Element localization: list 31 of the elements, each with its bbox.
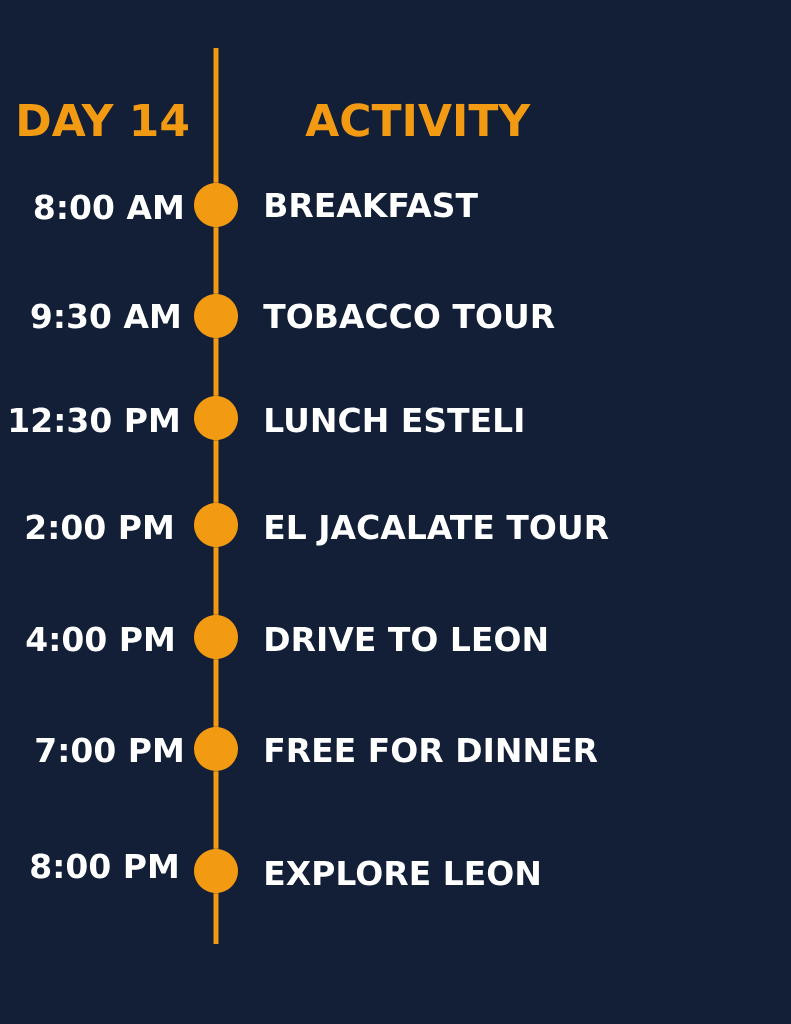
timeline-line	[213, 659, 219, 727]
time-label: 4:00 PM	[26, 626, 173, 652]
timeline-line	[213, 547, 219, 615]
column-header: ACTIVITY	[305, 103, 531, 137]
time-label: 8:00 PM	[31, 853, 177, 879]
activity-label: FREE FOR DINNER	[266, 737, 598, 763]
timeline-dot	[194, 396, 238, 440]
time-label: 2:00 PM	[26, 514, 172, 540]
timeline-dot	[194, 727, 238, 771]
time-label: 9:30 AM	[31, 303, 179, 329]
timeline-dot	[194, 615, 238, 659]
timeline-dot	[194, 183, 238, 227]
timeline-dot	[194, 503, 238, 547]
timeline-line	[213, 440, 219, 503]
timeline-line	[213, 227, 219, 294]
activity-label: TOBACCO TOUR	[263, 303, 555, 329]
timeline-line	[213, 771, 219, 849]
timeline-line	[213, 893, 219, 944]
timeline-line	[213, 338, 219, 396]
time-label: 12:30 PM	[10, 407, 178, 433]
activity-label: BREAKFAST	[266, 192, 478, 218]
activity-label: LUNCH ESTELI	[266, 407, 523, 433]
activity-label: DRIVE TO LEON	[266, 626, 547, 652]
timeline-dot	[194, 294, 238, 338]
time-label: 8:00 AM	[34, 194, 182, 220]
activity-label: EXPLORE LEON	[266, 860, 539, 886]
activity-label: EL JACALATE TOUR	[266, 514, 609, 546]
timeline-dot	[194, 849, 238, 893]
time-label: 7:00 PM	[36, 737, 182, 763]
column-header: DAY 14	[19, 103, 188, 136]
timeline-line	[213, 48, 219, 183]
